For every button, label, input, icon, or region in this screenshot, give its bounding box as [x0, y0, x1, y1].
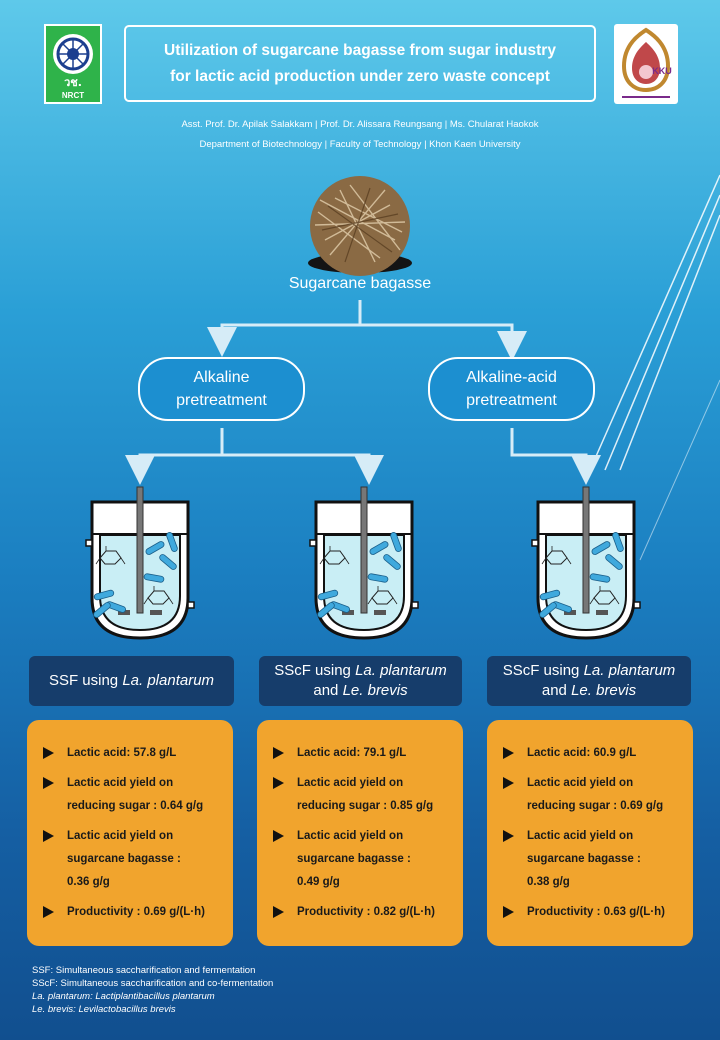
- feedstock-label: Sugarcane bagasse: [288, 275, 432, 292]
- glucose-molecule-icon: [319, 546, 350, 565]
- method-joiner: and: [541, 682, 572, 699]
- bacteria-icon: [159, 554, 177, 570]
- result-box-2: Lactic acid: 79.1 g/L Lactic acid yield …: [257, 720, 463, 946]
- triangle-bullet-icon: [273, 777, 284, 789]
- svg-text:วช.: วช.: [64, 76, 82, 89]
- footnote-la: La. plantarum: Lactiplantibacillus plant…: [32, 991, 215, 1002]
- result-lactic-acid: Lactic acid: 79.1 g/L: [273, 742, 453, 765]
- footnote-sscf: SScF: Simultaneous saccharification and …: [32, 978, 274, 989]
- bacteria-icon: [317, 602, 335, 618]
- bacteria-icon: [367, 573, 389, 583]
- result-productivity: Productivity : 0.63 g/(L·h): [503, 901, 683, 924]
- triangle-bullet-icon: [273, 747, 284, 759]
- nrct-logo: วช. NRCT: [44, 24, 102, 104]
- bacteria-icon: [93, 589, 115, 601]
- glucose-molecule-icon: [95, 546, 126, 565]
- method-box-sscf-1: SScF using La. plantarum and Le. brevis: [259, 656, 462, 706]
- glucose-molecule-icon: [367, 586, 398, 605]
- triangle-bullet-icon: [503, 906, 514, 918]
- triangle-bullet-icon: [43, 830, 54, 842]
- method-organism: Le. brevis: [571, 682, 637, 699]
- bioreactor-icon: [309, 486, 419, 640]
- method-organism: La. plantarum: [583, 662, 676, 679]
- bacteria-icon: [143, 573, 165, 583]
- triangle-bullet-icon: [503, 830, 514, 842]
- bacteria-icon: [166, 532, 178, 552]
- method-organism: La. plantarum: [122, 672, 215, 689]
- bacteria-icon: [145, 541, 165, 555]
- bacteria-icon: [93, 602, 111, 618]
- method-box-sscf-2: SScF using La. plantarum and Le. brevis: [487, 656, 691, 706]
- result-box-3: Lactic acid: 60.9 g/L Lactic acid yield …: [487, 720, 693, 946]
- bacteria-icon: [369, 541, 389, 555]
- triangle-bullet-icon: [273, 830, 284, 842]
- kku-logo: KKU: [614, 24, 678, 104]
- affiliation: Department of Biotechnology | Faculty of…: [199, 139, 521, 150]
- pretreatment-label-line1: Alkaline: [193, 369, 250, 386]
- glucose-molecule-icon: [143, 586, 174, 605]
- pretreatment-label-line1: Alkaline-acid: [466, 369, 557, 386]
- result-productivity: Productivity : 0.82 g/(L·h): [273, 901, 453, 924]
- title-line-2: for lactic acid production under zero wa…: [170, 67, 550, 85]
- footnotes: SSF: Simultaneous saccharification and f…: [32, 964, 273, 1016]
- triangle-bullet-icon: [273, 906, 284, 918]
- bacteria-icon: [605, 554, 623, 570]
- triangle-bullet-icon: [503, 777, 514, 789]
- triangle-bullet-icon: [43, 777, 54, 789]
- method-prefix: SScF using: [502, 662, 584, 679]
- pretreatment-alkaline-acid: Alkaline-acid pretreatment: [428, 357, 595, 421]
- footnote-le: Le. brevis: Levilactobacillus brevis: [32, 1004, 176, 1015]
- glucose-molecule-icon: [589, 586, 620, 605]
- pretreatment-label-line2: pretreatment: [176, 392, 267, 409]
- method-organism: La. plantarum: [355, 662, 447, 679]
- svg-text:NRCT: NRCT: [62, 91, 84, 100]
- result-lactic-acid: Lactic acid: 60.9 g/L: [503, 742, 683, 765]
- triangle-bullet-icon: [43, 747, 54, 759]
- glucose-molecule-icon: [541, 546, 572, 565]
- pretreatment-alkaline: Alkaline pretreatment: [138, 357, 305, 421]
- bacteria-icon: [539, 602, 557, 618]
- triangle-bullet-icon: [43, 906, 54, 918]
- footnote-ssf: SSF: Simultaneous saccharification and f…: [32, 965, 256, 976]
- title-line-1: Utilization of sugarcane bagasse from su…: [164, 41, 556, 59]
- bacteria-icon: [539, 589, 561, 601]
- result-productivity: Productivity : 0.69 g/(L·h): [43, 901, 223, 924]
- method-prefix: SSF using: [48, 672, 123, 689]
- pretreatment-label-line2: pretreatment: [466, 392, 557, 409]
- bacteria-icon: [612, 532, 624, 552]
- method-organism: Le. brevis: [342, 682, 408, 699]
- bacteria-icon: [317, 589, 339, 601]
- bacteria-icon: [383, 554, 401, 570]
- result-box-1: Lactic acid: 57.8 g/L Lactic acid yield …: [27, 720, 233, 946]
- method-joiner: and: [313, 682, 343, 699]
- svg-text:KKU: KKU: [652, 66, 672, 76]
- authors: Asst. Prof. Dr. Apilak Salakkam | Prof. …: [181, 119, 539, 130]
- title-box: Utilization of sugarcane bagasse from su…: [124, 25, 596, 102]
- method-prefix: SScF using: [274, 662, 356, 679]
- triangle-bullet-icon: [503, 747, 514, 759]
- method-box-ssf: SSF using La. plantarum: [29, 656, 234, 706]
- bioreactor-icon: [85, 486, 195, 640]
- result-lactic-acid: Lactic acid: 57.8 g/L: [43, 742, 223, 765]
- bacteria-icon: [390, 532, 402, 552]
- bacteria-icon: [589, 573, 611, 583]
- bioreactor-icon: [531, 486, 641, 640]
- bacteria-icon: [591, 541, 611, 555]
